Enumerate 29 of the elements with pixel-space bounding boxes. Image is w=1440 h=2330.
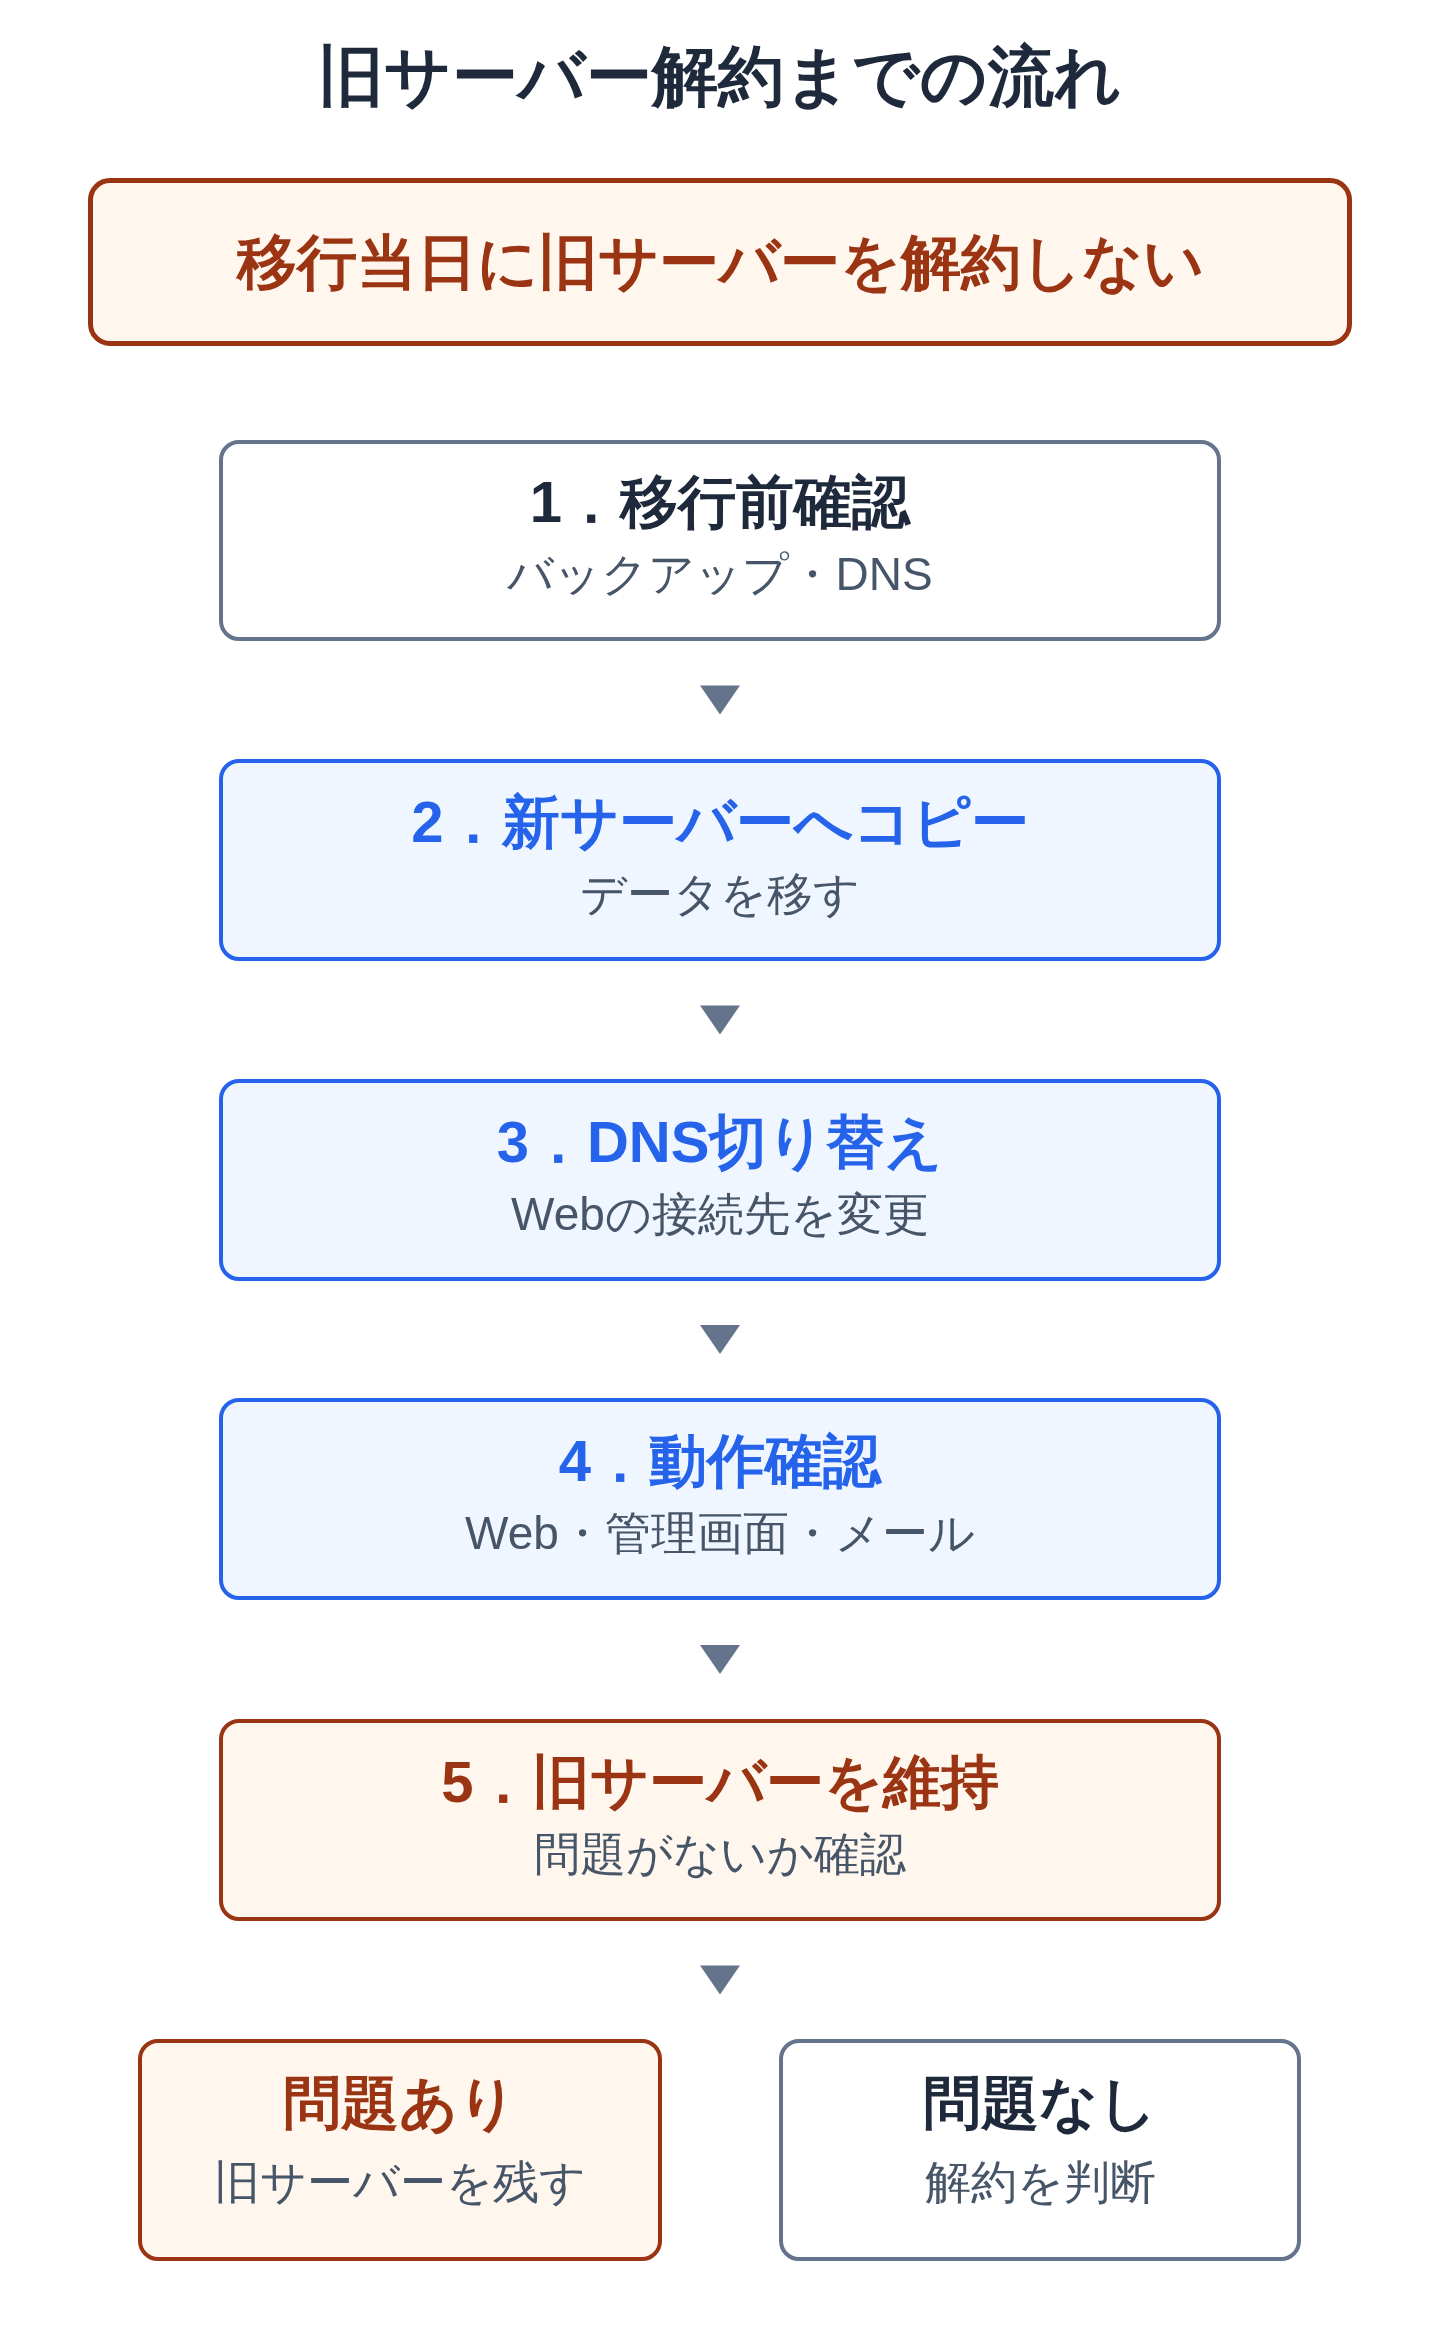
step-box — [219, 1719, 1221, 1921]
arrow — [700, 685, 740, 715]
step-title: 5．旧サーバーを維持 — [441, 1748, 999, 1817]
step-description: Web・管理画面・メール — [465, 1506, 975, 1562]
step-title: 4．動作確認 — [558, 1427, 882, 1496]
outcome-box — [138, 2039, 662, 2261]
step-title: 3．DNS切り替え — [496, 1108, 944, 1177]
step-box — [219, 759, 1221, 961]
warning-box — [88, 178, 1352, 346]
title: 旧サーバー解約までの流れ — [318, 38, 1122, 116]
outcome-box — [779, 2039, 1301, 2261]
step-description: 問題がないか確認 — [534, 1827, 906, 1883]
step-box — [219, 440, 1221, 641]
outcome-description: 解約を判断 — [924, 2155, 1156, 2211]
step-box — [219, 1079, 1221, 1281]
step-box — [219, 1398, 1221, 1600]
step-title: 1．移行前確認 — [529, 468, 911, 537]
warning-text: 移行当日に旧サーバーを解約しない — [236, 228, 1204, 298]
outcome-title: 問題あり — [283, 2069, 517, 2138]
outcome-title: 問題なし — [923, 2069, 1157, 2138]
arrow — [700, 1965, 740, 1995]
step-title: 2．新サーバーへコピー — [411, 788, 1029, 857]
arrow — [700, 1645, 740, 1674]
arrow — [700, 1325, 740, 1354]
arrow — [700, 1005, 740, 1035]
step-description: データを移す — [580, 867, 860, 923]
step-description: バックアップ・DNS — [507, 547, 933, 603]
outcome-description: 旧サーバーを残す — [214, 2155, 586, 2211]
step-description: Webの接続先を変更 — [511, 1187, 929, 1243]
